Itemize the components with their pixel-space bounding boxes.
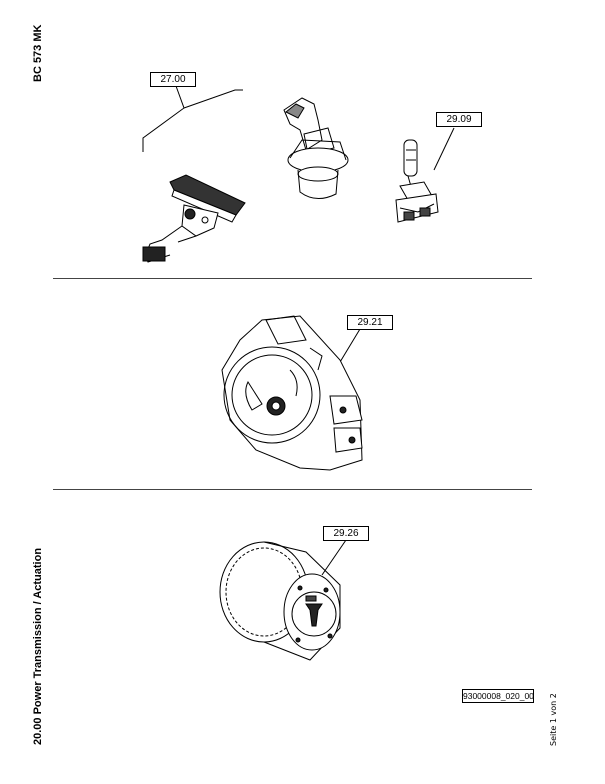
callout-29-09: 29.09 xyxy=(436,112,482,127)
leader-29-09 xyxy=(433,127,455,171)
control-lever-image xyxy=(395,139,439,223)
callout-27-00: 27.00 xyxy=(150,72,196,87)
gearbox-image xyxy=(221,315,363,471)
drawing-code: 93000008_020_00 xyxy=(462,689,534,703)
divider-bottom xyxy=(53,489,532,490)
wheel-drive-motor-image xyxy=(219,541,341,661)
joystick-image xyxy=(283,97,349,199)
divider-top xyxy=(53,278,532,279)
pedal-assembly-image xyxy=(142,174,246,263)
callout-29-26: 29.26 xyxy=(323,526,369,541)
callout-29-21: 29.21 xyxy=(347,315,393,330)
leader-27-00 xyxy=(142,85,185,152)
leader-29-26 xyxy=(321,539,347,576)
